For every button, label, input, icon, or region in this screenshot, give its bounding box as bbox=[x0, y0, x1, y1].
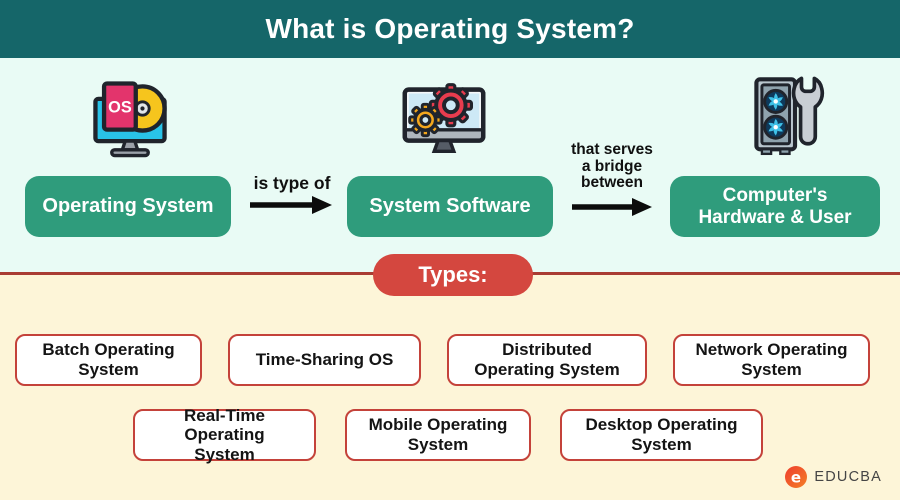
educba-e-swirl-icon: e bbox=[785, 466, 808, 488]
type-label: Time-Sharing OS bbox=[255, 350, 394, 370]
flow-node-computers-hardware-user: Computer's Hardware & User bbox=[670, 176, 880, 237]
definition-section: OS bbox=[0, 58, 900, 274]
title-bar: What is Operating System? bbox=[0, 0, 900, 58]
brand-logo: e EDUCBA bbox=[784, 465, 882, 489]
type-label: Distributed Operating System bbox=[474, 340, 620, 379]
type-label: Mobile Operating System bbox=[368, 415, 508, 454]
types-badge: Types: bbox=[373, 254, 533, 296]
svg-text:OS: OS bbox=[108, 98, 132, 116]
type-label: Desktop Operating System bbox=[585, 415, 738, 454]
flow-node-label: Operating System bbox=[42, 195, 214, 217]
type-label: Real-Time Operating System bbox=[184, 405, 265, 464]
type-box-distributed: Distributed Operating System bbox=[447, 334, 647, 386]
type-box-real-time: Real-Time Operating System bbox=[133, 406, 316, 464]
flow-node-label: Computer's Hardware & User bbox=[698, 184, 852, 228]
type-label: Network Operating System bbox=[695, 340, 848, 379]
connector-label-bridge: that serves a bridge between bbox=[571, 141, 653, 192]
svg-text:e: e bbox=[791, 469, 801, 487]
flow-node-label: System Software bbox=[369, 195, 531, 217]
types-section: Batch Operating System Time-Sharing OS D… bbox=[0, 275, 900, 500]
flow-node-operating-system: Operating System bbox=[25, 176, 231, 237]
brand-name: EDUCBA bbox=[814, 469, 882, 485]
page-title: What is Operating System? bbox=[265, 13, 635, 44]
types-badge-label: Types: bbox=[418, 262, 488, 287]
flow-node-system-software: System Software bbox=[347, 176, 553, 237]
hardware-wrench-icon bbox=[754, 76, 825, 156]
right-arrow-icon bbox=[572, 198, 652, 216]
connector-label-is-type-of: is type of bbox=[253, 173, 331, 193]
type-box-network: Network Operating System bbox=[673, 334, 870, 386]
right-arrow-icon bbox=[250, 196, 332, 214]
os-install-disc-monitor-icon: OS bbox=[93, 81, 167, 158]
type-label: Batch Operating System bbox=[42, 340, 175, 379]
type-box-mobile: Mobile Operating System bbox=[345, 409, 531, 461]
type-box-desktop: Desktop Operating System bbox=[560, 409, 763, 461]
type-box-time-sharing: Time-Sharing OS bbox=[228, 334, 421, 386]
type-box-batch: Batch Operating System bbox=[15, 334, 202, 386]
gears-monitor-icon bbox=[402, 83, 486, 154]
